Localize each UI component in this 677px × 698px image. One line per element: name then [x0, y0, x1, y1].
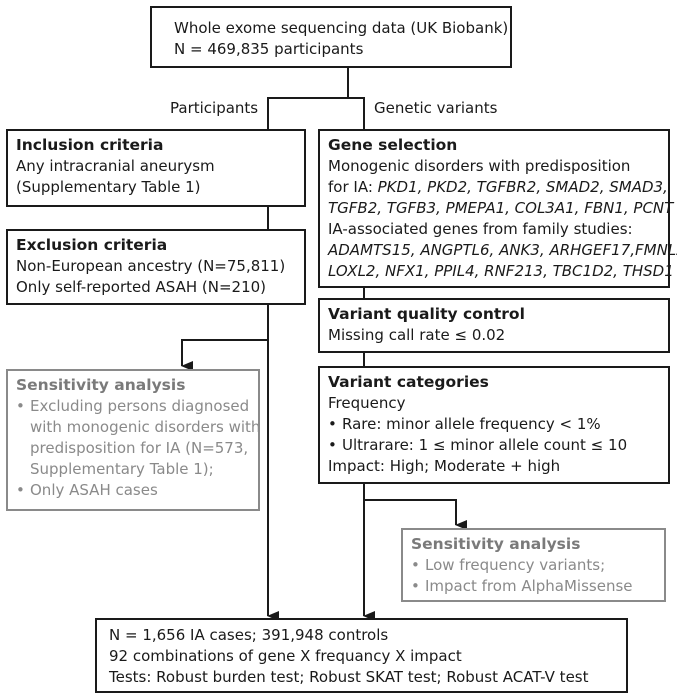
left-sensitivity-arrow — [181, 339, 268, 371]
sensitivity-analysis-variants-box: Sensitivity analysis • Low frequency var… — [401, 528, 666, 602]
gene-selection-box: Gene selection Monogenic disorders with … — [318, 129, 677, 288]
sensitivity-item-line: Impact from AlphaMissense — [425, 577, 633, 595]
sensitivity-analysis-participants-title: Sensitivity analysis — [16, 376, 186, 394]
inclusion-criteria-line-2: (Supplementary Table 1) — [16, 178, 201, 196]
right-sensitivity-arrow — [364, 499, 467, 530]
gene-prefix: for IA: — [328, 178, 378, 196]
genetic-variants-label: Genetic variants — [374, 99, 498, 117]
bullet-icon: • — [411, 577, 420, 595]
gene-selection-title: Gene selection — [328, 136, 458, 154]
variant-quality-control-title: Variant quality control — [328, 305, 525, 323]
variant-categories-title: Variant categories — [328, 373, 489, 391]
sensitivity-item-line: Excluding persons diagnosed — [30, 397, 250, 415]
exclusion-criteria-line-2: Only self-reported ASAH (N=210) — [16, 278, 267, 296]
missing-call-rate: Missing call rate ≤ 0.02 — [328, 326, 506, 344]
exclusion-criteria-title: Exclusion criteria — [16, 236, 168, 254]
frequency-label: Frequency — [328, 394, 406, 412]
ia-gene-list-cont: LOXL2, NFX1, PPIL4, RNF213, TBC1D2, THSD… — [328, 262, 674, 280]
tests-list: Tests: Robust burden test; Robust SKAT t… — [109, 668, 589, 686]
sensitivity-item-alphamissense: • Impact from AlphaMissense — [411, 576, 664, 597]
sensitivity-analysis-participants-box: Sensitivity analysis • Excluding persons… — [6, 369, 260, 511]
ia-gene-list: ADAMTS15, ANGPTL6, ANK3, ARHGEF17,FMNL2, — [328, 241, 677, 259]
bullet-icon: • — [328, 415, 337, 433]
gene-selection-line-2: for IA: PKD1, PKD2, TGFBR2, SMAD2, SMAD3… — [328, 177, 668, 198]
analysis-result-box: N = 1,656 IA cases; 391,948 controls 92 … — [95, 618, 628, 693]
monogenic-gene-list-cont: TGFB2, TGFB3, PMEPA1, COL3A1, FBN1, PCNT — [328, 199, 674, 217]
category-item-line: Rare: minor allele frequency < 1% — [342, 415, 601, 433]
sensitivity-item-line: with monogenic disorders with — [30, 418, 261, 436]
combination-count: 92 combinations of gene X frequancy X im… — [109, 647, 462, 665]
gene-selection-line-4: IA-associated genes from family studies: — [328, 220, 633, 238]
sensitivity-item-only-asah: • Only ASAH cases — [16, 480, 258, 501]
participant-count: N = 469,835 participants — [174, 40, 364, 58]
sensitivity-item-line: Only ASAH cases — [30, 481, 158, 499]
sensitivity-item-low-frequency: • Low frequency variants; — [411, 555, 664, 576]
source-data-box: Whole exome sequencing data (UK Biobank)… — [150, 6, 512, 68]
variant-categories-box: Variant categories Frequency • Rare: min… — [318, 366, 670, 484]
bullet-icon: • — [328, 436, 337, 454]
impact-line: Impact: High; Moderate + high — [328, 457, 561, 475]
case-control-counts: N = 1,656 IA cases; 391,948 controls — [109, 626, 389, 644]
inclusion-criteria-title: Inclusion criteria — [16, 136, 164, 154]
sensitivity-item-excluding-monogenic: • Excluding persons diagnosed with monog… — [16, 396, 261, 480]
exclusion-criteria-line-1: Non-European ancestry (N=75,811) — [16, 257, 286, 275]
participants-label: Participants — [170, 99, 259, 117]
category-item-ultrarare: • Ultrarare: 1 ≤ minor allele count ≤ 10 — [328, 435, 668, 456]
category-item-rare: • Rare: minor allele frequency < 1% — [328, 414, 668, 435]
monogenic-gene-list: PKD1, PKD2, TGFBR2, SMAD2, SMAD3, — [377, 178, 668, 196]
inclusion-criteria-line-1: Any intracranial aneurysm — [16, 157, 215, 175]
sensitivity-item-line: Low frequency variants; — [425, 556, 606, 574]
sensitivity-item-line: Supplementary Table 1); — [30, 460, 214, 478]
bullet-icon: • — [16, 397, 25, 415]
category-item-line: Ultrarare: 1 ≤ minor allele count ≤ 10 — [342, 436, 628, 454]
source-data-title: Whole exome sequencing data (UK Biobank) — [174, 19, 509, 37]
exclusion-criteria-box: Exclusion criteria Non-European ancestry… — [6, 229, 306, 305]
sensitivity-item-line: predisposition for IA (N=573, — [30, 439, 249, 457]
sensitivity-analysis-variants-title: Sensitivity analysis — [411, 535, 581, 553]
bullet-icon: • — [411, 556, 420, 574]
bullet-icon: • — [16, 481, 25, 499]
variant-quality-control-box: Variant quality control Missing call rat… — [318, 298, 670, 353]
inclusion-criteria-box: Inclusion criteria Any intracranial aneu… — [6, 129, 306, 207]
gene-selection-line-1: Monogenic disorders with predisposition — [328, 157, 631, 175]
